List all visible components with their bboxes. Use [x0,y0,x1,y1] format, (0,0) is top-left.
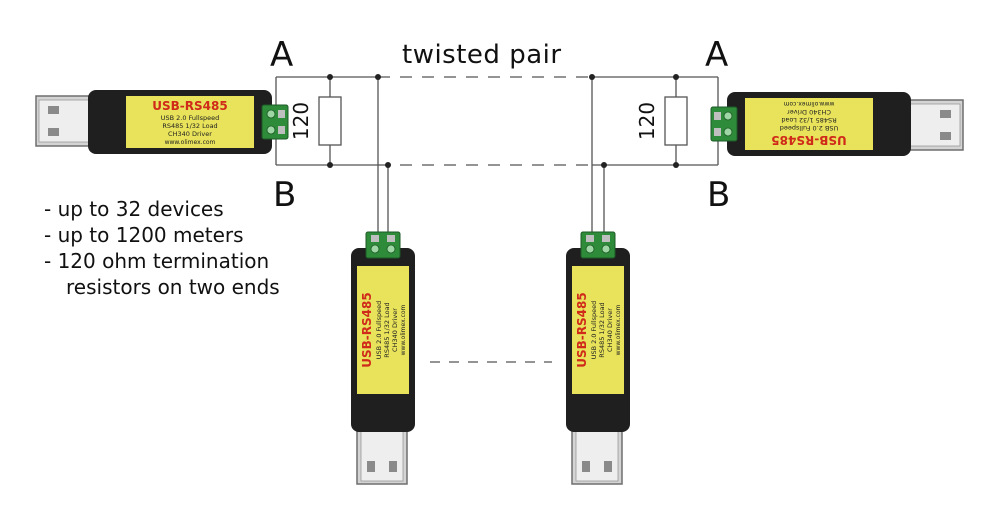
twisted-pair-label: twisted pair [402,40,562,70]
svg-text:CH340 Driver: CH340 Driver [168,130,212,138]
svg-text:CH340 Driver: CH340 Driver [606,308,614,352]
junction-dots [327,74,679,168]
svg-text:RS485 1/32 Load: RS485 1/32 Load [781,116,836,124]
resistor-value-left: 120 [289,102,313,140]
resistor-value-right: 120 [635,102,659,140]
svg-text:RS485 1/32 Load: RS485 1/32 Load [162,122,217,130]
svg-text:USB 2.0 Fullspeed: USB 2.0 Fullspeed [590,301,598,360]
adapter-name: USB-RS485 [771,133,846,147]
svg-text:www.olimex.com: www.olimex.com [783,100,834,107]
termination-resistor-right [664,96,688,146]
usb-rs485-adapter-bottom-1: USB-RS485 USB 2.0 Fullspeed RS485 1/32 L… [351,231,415,485]
note-item: - 120 ohm termination [44,249,270,273]
usb-rs485-adapter-bottom-2: USB-RS485 USB 2.0 Fullspeed RS485 1/32 L… [566,231,630,485]
svg-text:USB 2.0 Fullspeed: USB 2.0 Fullspeed [780,124,839,132]
note-item: resistors on two ends [66,275,280,299]
line-a-label-right: A [705,35,729,75]
svg-text:www.olimex.com: www.olimex.com [400,304,407,355]
svg-text:CH340 Driver: CH340 Driver [787,108,831,116]
termination-resistor-left [318,96,342,146]
usb-rs485-adapter-left: USB-RS485 USB 2.0 Fullspeed RS485 1/32 L… [35,90,289,154]
svg-text:RS485 1/32 Load: RS485 1/32 Load [598,302,606,357]
line-a-label-left: A [270,35,294,75]
usb-rs485-adapter-right: USB-RS485 USB 2.0 Fullspeed RS485 1/32 L… [710,92,964,156]
svg-text:www.olimex.com: www.olimex.com [165,139,216,146]
line-b-label-left: B [273,175,297,215]
svg-text:www.olimex.com: www.olimex.com [615,304,622,355]
adapter-name: USB-RS485 [152,99,227,113]
svg-text:USB 2.0 Fullspeed: USB 2.0 Fullspeed [375,301,383,360]
svg-text:USB 2.0 Fullspeed: USB 2.0 Fullspeed [161,114,220,122]
svg-text:RS485 1/32 Load: RS485 1/32 Load [383,302,391,357]
line-b-label-right: B [707,175,731,215]
svg-text:CH340 Driver: CH340 Driver [391,308,399,352]
adapter-name: USB-RS485 [360,292,374,367]
notes-list: - up to 32 devices - up to 1200 meters -… [44,196,280,300]
adapter-name: USB-RS485 [575,292,589,367]
note-item: - up to 1200 meters [44,223,244,247]
note-item: - up to 32 devices [44,197,224,221]
